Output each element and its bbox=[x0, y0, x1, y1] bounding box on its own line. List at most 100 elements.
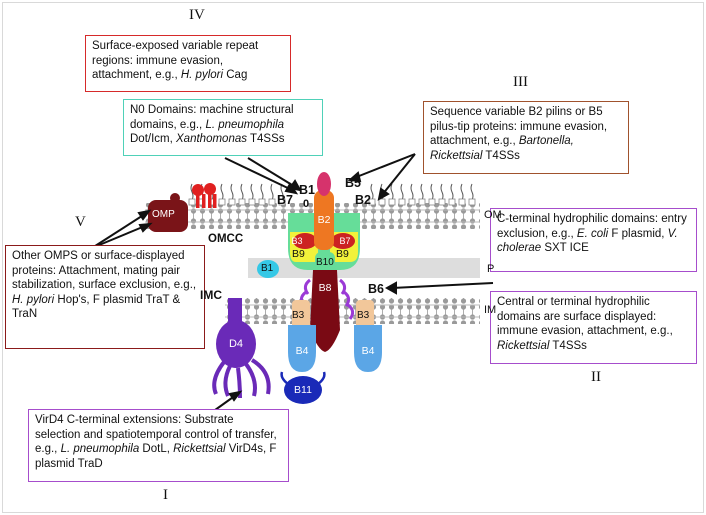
b5-label: B5 bbox=[345, 176, 361, 190]
box-text: T4SSs bbox=[246, 133, 285, 145]
box-text: T4SSs bbox=[549, 339, 587, 352]
lps-chain bbox=[260, 183, 264, 201]
b8-complex bbox=[310, 270, 340, 352]
lps-core bbox=[228, 198, 236, 206]
box-text: Dot/Icm, bbox=[130, 133, 177, 145]
b2-label: B2 bbox=[317, 214, 331, 226]
box-iv-surface-repeats: Surface-exposed variable repeat regions:… bbox=[85, 35, 291, 92]
box-text: Hop's, F plasmid TraT & TraN bbox=[12, 293, 181, 321]
lps-chain bbox=[270, 183, 274, 201]
box-n0-domains: N0 Domains: machine structural domains, … bbox=[123, 99, 323, 156]
lps-chain bbox=[430, 183, 434, 201]
lps-chain bbox=[440, 183, 444, 201]
box-text-italic: L. pneumophila bbox=[60, 443, 140, 455]
box-text: Central or terminal hydrophilic domains … bbox=[497, 296, 673, 337]
box-text-italic: V. cholerae bbox=[497, 227, 678, 255]
box-c-terminal: C-terminal hydrophilic domains: entry ex… bbox=[490, 208, 697, 272]
box-text: Cag bbox=[223, 69, 248, 81]
numeral-ii: II bbox=[591, 369, 601, 385]
lps-chain bbox=[370, 183, 374, 201]
b8-label: B8 bbox=[318, 282, 332, 294]
lps-core bbox=[438, 198, 446, 206]
box-text: VirD4 C-terminal extensions: Substrate s… bbox=[35, 414, 277, 455]
imc-label: IMC bbox=[200, 288, 222, 302]
b4-right-label: B4 bbox=[361, 345, 375, 357]
b3-left-label: B3 bbox=[291, 236, 303, 246]
lps-core bbox=[188, 198, 196, 206]
b2-top-label: B2 bbox=[355, 193, 371, 207]
om-label: OM bbox=[484, 209, 502, 221]
lps-core bbox=[248, 198, 256, 206]
b3-right-block-label: B3 bbox=[357, 310, 370, 321]
lps-core bbox=[418, 198, 426, 206]
lps-core bbox=[378, 198, 386, 206]
b7-top-label: B7 bbox=[277, 193, 293, 207]
box-text-italic: Rickettsial bbox=[173, 443, 226, 455]
box-text: F plasmid, bbox=[608, 227, 668, 240]
numeral-iii: III bbox=[513, 74, 528, 90]
box-text-italic: L. pneumophila bbox=[205, 118, 285, 131]
box-v-omps: Other OMPS or surface-displayed proteins… bbox=[5, 245, 205, 349]
lps-chain bbox=[220, 183, 224, 201]
box-text-italic: Xanthomonas bbox=[176, 133, 247, 145]
d4-protein bbox=[212, 298, 271, 399]
box-text-italic: H. pylori bbox=[12, 293, 55, 306]
lps-core bbox=[278, 198, 286, 206]
lps-chain bbox=[240, 183, 244, 201]
lps-core bbox=[398, 198, 406, 206]
b4-left-label: B4 bbox=[295, 345, 309, 357]
d4-label: D4 bbox=[228, 338, 244, 350]
zero-label: 0 bbox=[303, 198, 310, 210]
box-i-virD4: VirD4 C-terminal extensions: Substrate s… bbox=[28, 409, 289, 482]
lps-core bbox=[238, 198, 246, 206]
box-text: DotL, bbox=[139, 443, 174, 455]
box-text-italic: E. coli bbox=[576, 227, 609, 240]
box-text: C-terminal hydrophilic domains: entry ex… bbox=[497, 213, 687, 240]
lps-chain bbox=[190, 183, 194, 201]
lps-core bbox=[428, 198, 436, 206]
omp-label: OMP bbox=[152, 209, 175, 220]
lps-chain bbox=[230, 183, 234, 201]
lps-core bbox=[368, 198, 376, 206]
lps-core bbox=[408, 198, 416, 206]
box-text-italic: Bartonella, Rickettsial bbox=[430, 135, 574, 162]
box-text: T4SSs bbox=[482, 149, 520, 162]
lps-core bbox=[468, 198, 476, 206]
box-text: Surface-exposed variable repeat regions:… bbox=[92, 40, 259, 81]
periplasm-layer bbox=[248, 258, 480, 278]
b1-protein bbox=[257, 260, 279, 278]
box-iii-pilins: Sequence variable B2 pilins or B5 pilus-… bbox=[423, 101, 629, 174]
lps-core bbox=[218, 198, 226, 206]
surface-protein-red bbox=[192, 183, 217, 208]
lps-chain bbox=[450, 183, 454, 201]
lps-core bbox=[388, 198, 396, 206]
b11-protein bbox=[284, 376, 322, 404]
lps-chain bbox=[400, 183, 404, 201]
b9-right-label: B9 bbox=[336, 248, 349, 260]
box-text: SXT ICE bbox=[541, 242, 589, 254]
p-label: P bbox=[487, 263, 495, 275]
lps-chain bbox=[470, 183, 474, 201]
numeral-iv: IV bbox=[189, 7, 205, 23]
lps-chain bbox=[460, 183, 464, 201]
b4-proteins bbox=[288, 325, 382, 372]
lps-core bbox=[268, 198, 276, 206]
omcc-label: OMCC bbox=[208, 233, 244, 245]
lps-core bbox=[258, 198, 266, 206]
b11-tails bbox=[280, 371, 326, 385]
im-label: IM bbox=[484, 304, 497, 316]
arrows bbox=[91, 153, 494, 429]
numeral-v: V bbox=[75, 214, 86, 230]
b6-label: B6 bbox=[368, 282, 384, 296]
b2-pilus bbox=[314, 172, 334, 250]
box-ii-central-terminal: Central or terminal hydrophilic domains … bbox=[490, 291, 697, 364]
b3-blocks bbox=[292, 300, 374, 330]
box-text: VirD4s, F plasmid TraD bbox=[35, 443, 277, 470]
lps-chain bbox=[410, 183, 414, 201]
lps-core bbox=[448, 198, 456, 206]
lps-cores bbox=[188, 198, 476, 206]
b3-left-block-label: B3 bbox=[292, 310, 305, 321]
box-text-italic: H. pylori bbox=[180, 69, 224, 81]
